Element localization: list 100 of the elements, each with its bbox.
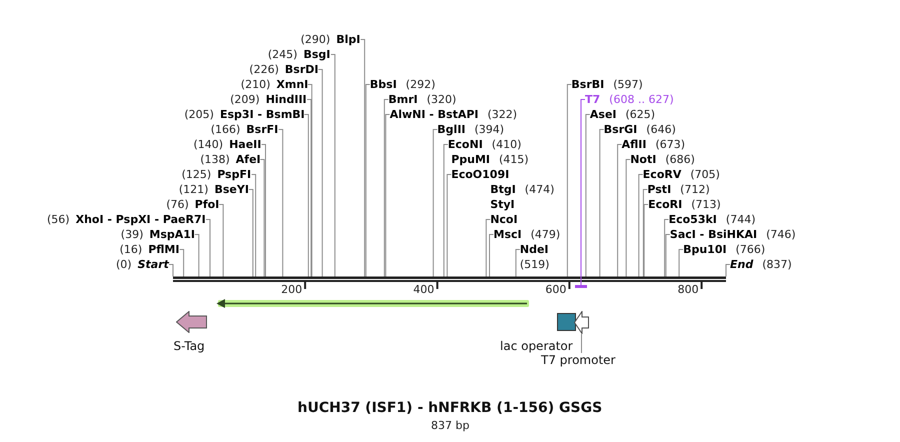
enzyme-name: BglII	[437, 123, 466, 136]
primer-range: (608 .. 627)	[609, 93, 674, 106]
site-position: (166)	[210, 123, 240, 136]
leader-line	[251, 174, 256, 277]
leader-line	[489, 234, 494, 277]
site-position: (646)	[646, 123, 676, 136]
leader-line	[626, 159, 631, 277]
site-position: (290)	[300, 33, 330, 46]
enzyme-name: BsgI	[303, 48, 330, 61]
start-label: Start	[138, 258, 169, 271]
leader-line	[261, 144, 266, 277]
site-position: (138)	[200, 153, 230, 166]
leader-line	[642, 189, 648, 277]
leader-line	[432, 129, 438, 277]
enzyme-name: PspFI	[217, 168, 252, 181]
site-position: (705)	[690, 168, 720, 181]
end-label: End	[730, 258, 754, 271]
enzyme-name: PpuMI	[451, 153, 490, 166]
enzyme-name: EcoRI	[648, 198, 682, 211]
site-position: (394)	[474, 123, 504, 136]
leader-line	[306, 99, 312, 277]
sequence-length: 837 bp	[431, 419, 470, 432]
leader-line	[664, 219, 670, 277]
primer-name: T7	[585, 93, 600, 106]
site-position: (205)	[184, 108, 214, 121]
enzyme-name: PfoI	[194, 198, 220, 211]
site-position: (415)	[499, 153, 529, 166]
leader-line	[665, 234, 670, 277]
leader-line	[360, 39, 366, 277]
site-position: (410)	[492, 138, 522, 151]
enzyme-name: NcoI	[490, 213, 518, 226]
leader-line	[206, 219, 210, 277]
leader-line	[446, 174, 452, 277]
enzyme-name: HaeII	[229, 138, 262, 151]
enzyme-name: BsrGI	[604, 123, 638, 136]
site-position: (766)	[736, 243, 766, 256]
tick-label: 400	[413, 283, 434, 296]
enzyme-name: XhoI - PspXI - PaeR7I	[76, 213, 206, 226]
enzyme-name: MspA1I	[149, 228, 196, 241]
enzyme-name: BsrBI	[571, 78, 604, 91]
site-position: (210)	[240, 78, 270, 91]
site-position: (744)	[726, 213, 756, 226]
tick-label: 800	[678, 283, 699, 296]
enzyme-name: SacI - BsiHKAI	[670, 228, 758, 241]
leader-line	[385, 114, 390, 277]
site-position: (39)	[120, 228, 144, 241]
leader-line	[384, 99, 389, 277]
enzyme-name: EcoO109I	[451, 168, 510, 181]
leader-line	[260, 159, 265, 277]
enzyme-name: AlwNI - BstAPI	[390, 108, 479, 121]
enzyme-name: BsrDI	[284, 63, 318, 76]
feature-label: lac operator	[500, 339, 573, 353]
enzyme-name: AseI	[590, 108, 617, 121]
enzyme-name: PflMI	[148, 243, 180, 256]
site-position: (474)	[524, 183, 554, 196]
site-position: (56)	[47, 213, 70, 226]
leader-line	[194, 234, 200, 277]
site-position: (121)	[178, 183, 208, 196]
enzyme-name: PstI	[647, 183, 672, 196]
leader-line	[179, 249, 184, 277]
site-position: (625)	[626, 108, 656, 121]
leader-line	[318, 69, 323, 277]
site-position: (322)	[488, 108, 518, 121]
leader-line	[644, 204, 649, 277]
site-position: (673)	[655, 138, 686, 151]
leader-line	[168, 264, 174, 277]
leader-line	[443, 144, 448, 277]
tick-label: 600	[545, 283, 566, 296]
leader-line	[566, 84, 572, 277]
promoter-symbol	[574, 311, 589, 334]
map-title: hUCH37 (ISF1) - hNFRKB (1-156) GSGS	[298, 400, 602, 417]
primer-bar	[574, 285, 588, 288]
site-position: (320)	[426, 93, 456, 106]
site-position: (140)	[194, 138, 224, 151]
feature-label: T7 promoter	[541, 353, 616, 367]
leader-line	[580, 99, 586, 286]
leader-line	[486, 219, 491, 277]
leader-line	[365, 84, 370, 277]
leader-line	[278, 129, 284, 277]
site-position: (837)	[762, 258, 792, 271]
enzyme-name: HindIII	[266, 93, 307, 106]
site-position: (713)	[691, 198, 721, 211]
leader-line	[585, 114, 590, 277]
enzyme-name: NotI	[630, 153, 656, 166]
leader-line	[515, 249, 520, 277]
enzyme-name: AfeI	[236, 153, 261, 166]
leader-line	[581, 334, 582, 354]
site-position: (597)	[613, 78, 643, 91]
enzyme-name: BmrI	[388, 93, 418, 106]
leader-line	[638, 174, 644, 277]
enzyme-name: NdeI	[520, 243, 549, 256]
leader-line	[304, 114, 309, 277]
sequence-backbone	[173, 276, 726, 282]
enzyme-name: XmnI	[276, 78, 308, 91]
site-position: (0)	[116, 258, 132, 271]
enzyme-name: AflII	[622, 138, 646, 151]
site-position: (209)	[230, 93, 260, 106]
leader-line	[307, 84, 312, 277]
enzyme-name: Eco53kI	[668, 213, 717, 226]
feature-label: S-Tag	[174, 339, 205, 353]
